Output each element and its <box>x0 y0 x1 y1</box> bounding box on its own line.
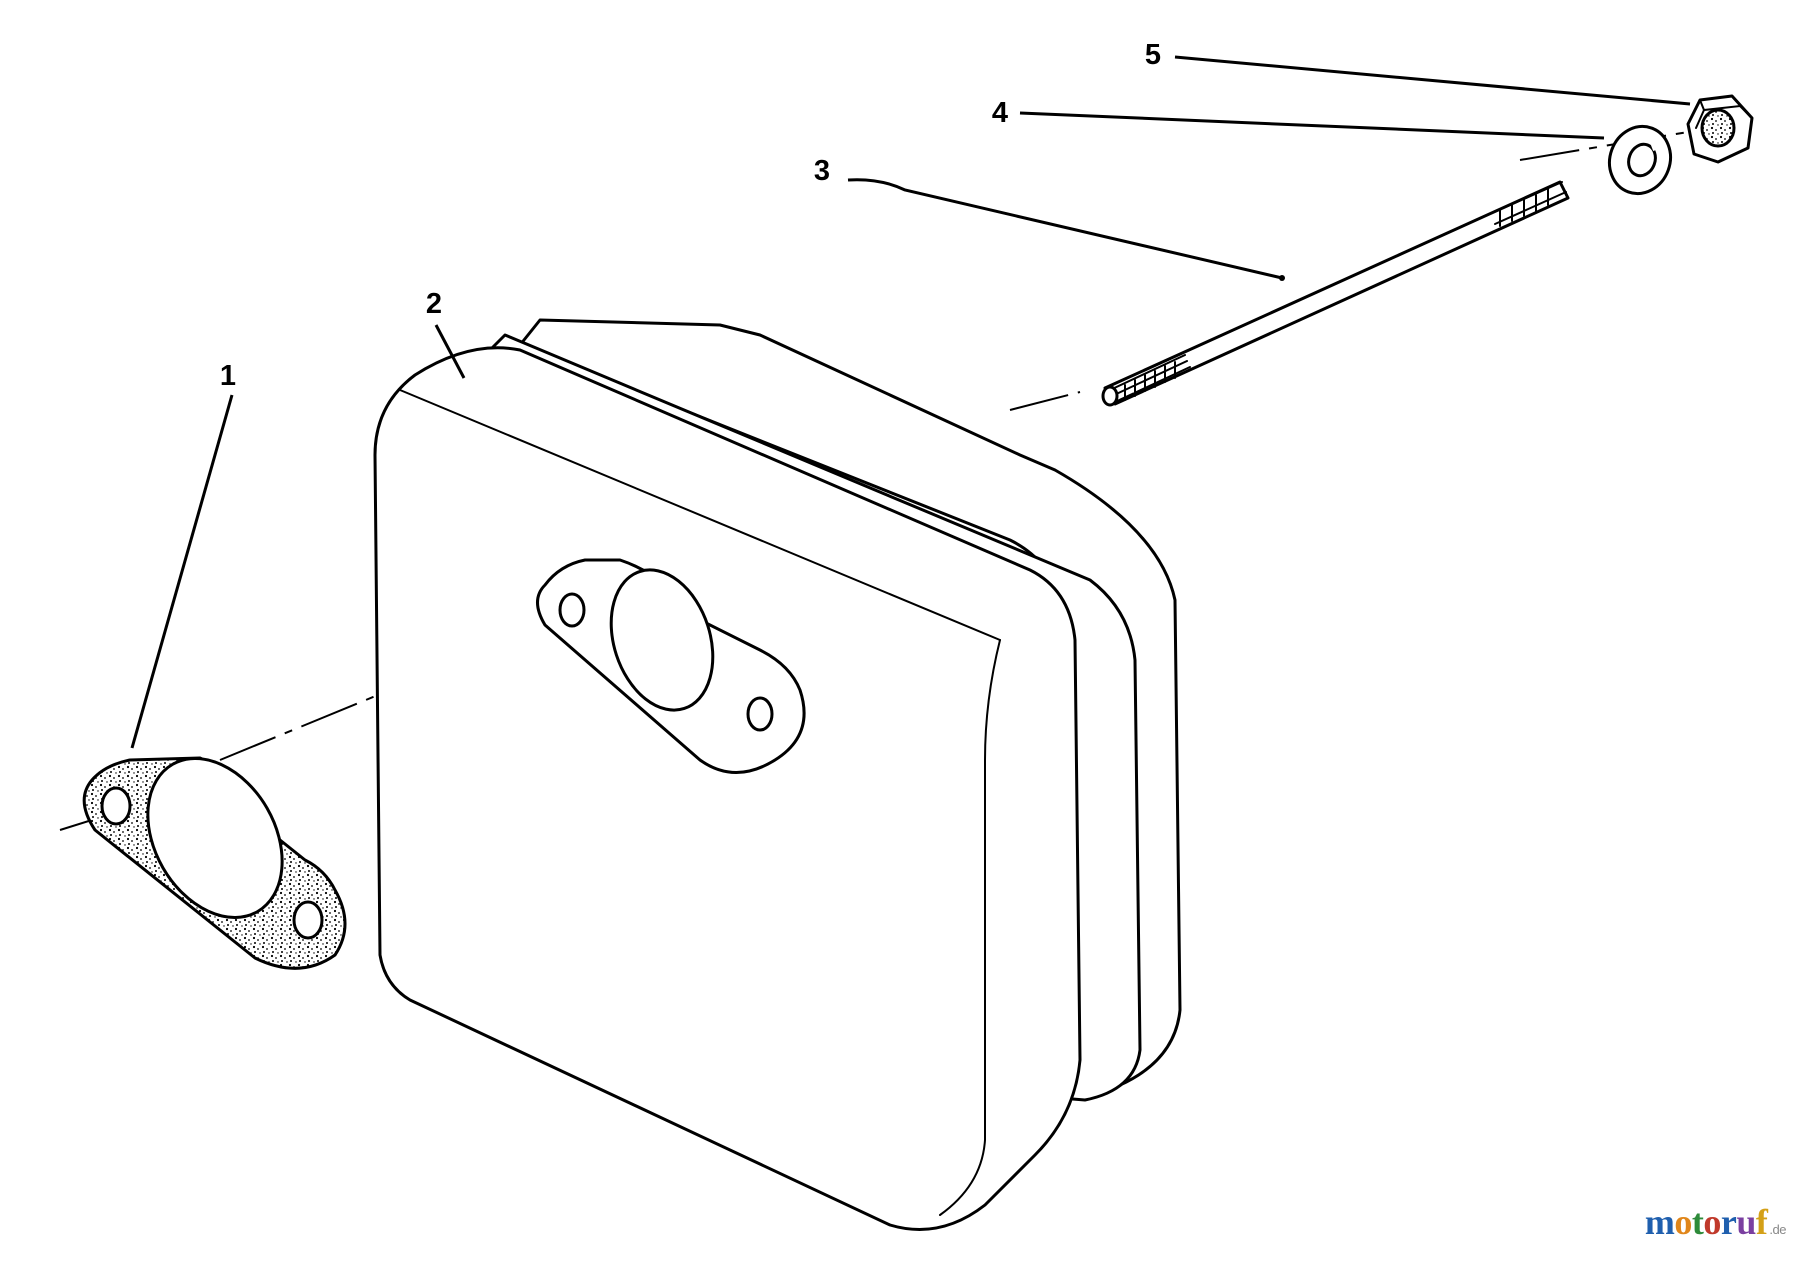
leader-line-4 <box>1019 111 1605 140</box>
hex-nut-thread <box>1700 108 1736 148</box>
lock-washer-gap <box>1647 132 1659 152</box>
muffler-body <box>373 346 1082 1231</box>
watermark-letter: u <box>1736 1202 1756 1242</box>
muffler-icon <box>373 318 1182 1231</box>
lock-washer-inner <box>1627 142 1657 178</box>
gasket-icon <box>82 756 347 970</box>
muffler-front-edge <box>939 639 1001 1216</box>
lock-washer-icon <box>1608 124 1672 196</box>
callout-3: 3 <box>814 155 830 187</box>
muffler-bolt-hole-upper <box>558 592 586 628</box>
watermark-text: motoruf <box>1645 1202 1768 1242</box>
watermark-letter: o <box>1703 1202 1721 1242</box>
leader-line-5 <box>1174 55 1691 106</box>
callout-4: 4 <box>992 97 1008 129</box>
watermark-letter: t <box>1691 1202 1704 1242</box>
callout-1: 1 <box>220 360 236 392</box>
watermark-logo: motoruf.de <box>1645 1201 1787 1243</box>
hex-nut-icon <box>1686 94 1754 164</box>
watermark-letter: m <box>1644 1202 1675 1242</box>
gasket-port <box>146 757 284 919</box>
leader-line-1 <box>130 394 234 749</box>
gasket-bolt-hole-right <box>292 900 324 940</box>
leader-dot-3 <box>1279 275 1285 281</box>
leader-line-2 <box>434 324 466 379</box>
watermark-suffix: .de <box>1769 1222 1786 1237</box>
alignment-axis-bolt <box>1009 129 1701 411</box>
muffler-bolt-hole-lower <box>746 696 774 732</box>
hex-nut-edges <box>1695 99 1753 129</box>
watermark-letter: o <box>1674 1202 1692 1242</box>
callout-2: 2 <box>426 288 442 320</box>
watermark-letter: r <box>1720 1202 1737 1242</box>
leader-line-3 <box>847 178 1283 280</box>
stud-bolt-icon <box>1101 180 1570 407</box>
callout-5: 5 <box>1145 39 1161 71</box>
watermark-letter: f <box>1755 1202 1768 1242</box>
gasket-bolt-hole-left <box>100 786 132 826</box>
muffler-top-edge <box>399 389 1001 641</box>
stud-bolt-thread-lower <box>1109 354 1191 403</box>
stud-bolt-end <box>1101 385 1119 407</box>
stud-bolt-thread-upper <box>1489 181 1567 227</box>
muffler-outlet-port <box>609 568 715 712</box>
